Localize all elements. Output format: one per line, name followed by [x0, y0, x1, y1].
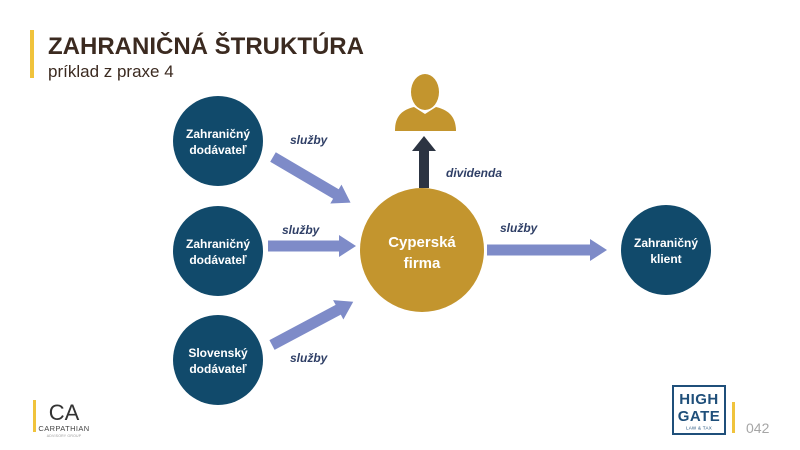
- node-label-line1: Zahraničný: [634, 236, 698, 250]
- highgate-line2: GATE: [678, 408, 721, 425]
- node-circle: [173, 315, 263, 405]
- center-node-circle: [360, 188, 484, 312]
- center-label-line1: Cyperská: [388, 234, 456, 251]
- slide-title: ZAHRANIČNÁ ŠTRUKTÚRA: [48, 32, 364, 60]
- person-silhouette-icon: [395, 74, 456, 131]
- title-accent-bar: [30, 30, 34, 78]
- service-arrows: [268, 152, 607, 350]
- slide-header: ZAHRANIČNÁ ŠTRUKTÚRA príklad z praxe 4: [30, 30, 364, 81]
- dividend-label: dividenda: [446, 166, 502, 180]
- center-label-line2: firma: [404, 255, 441, 272]
- carpathian-accent-bar: [33, 400, 36, 432]
- highgate-frame: [672, 385, 726, 435]
- edge-label-supplier-1: služby: [290, 133, 329, 147]
- highgate-tagline: LAW & TAX: [686, 426, 712, 431]
- node-circle: [173, 206, 263, 296]
- highgate-logo: HIGH GATE LAW & TAX: [672, 385, 726, 435]
- node-label-line2: dodávateľ: [189, 253, 247, 267]
- arrow-supplier-2-to-center: [268, 235, 356, 257]
- highgate-line1: HIGH: [679, 391, 719, 408]
- node-label-line1: Slovenský: [188, 346, 248, 360]
- page-number: 042: [746, 420, 770, 436]
- center-node-cyprus-company: Cyperská firma: [360, 188, 484, 312]
- arrow-supplier-1-to-center: [270, 152, 351, 204]
- carpathian-logo: CA CARPATHIAN ADVISORY GROUP: [33, 400, 89, 438]
- carpathian-mark: CA: [49, 400, 80, 425]
- client-node: Zahraničný klient: [621, 205, 711, 295]
- carpathian-name: CARPATHIAN: [38, 424, 89, 433]
- supplier-node-2: Zahraničný dodávateľ: [173, 206, 263, 296]
- person-head: [411, 74, 439, 110]
- service-labels: služby služby služby služby: [282, 133, 539, 365]
- node-label-line1: Zahraničný: [186, 127, 250, 141]
- carpathian-tagline: ADVISORY GROUP: [47, 434, 82, 438]
- node-label-line2: dodávateľ: [189, 143, 247, 157]
- edge-label-supplier-2: služby: [282, 223, 321, 237]
- arrow-center-to-client: [487, 239, 607, 261]
- supplier-node-1: Zahraničný dodávateľ: [173, 96, 263, 186]
- slide-subtitle: príklad z praxe 4: [48, 62, 174, 81]
- edge-label-client: služby: [500, 221, 539, 235]
- page-number-accent-bar: [732, 402, 735, 433]
- arrow-supplier-3-to-center: [269, 300, 354, 350]
- node-label-line2: klient: [650, 252, 681, 266]
- node-circle: [621, 205, 711, 295]
- person-body: [395, 107, 456, 131]
- edge-label-supplier-3: služby: [290, 351, 329, 365]
- page-footer: 042: [732, 402, 770, 436]
- dividend-flow: dividenda: [395, 74, 502, 188]
- node-circle: [173, 96, 263, 186]
- dividend-arrow: [412, 136, 436, 188]
- node-label-line2: dodávateľ: [189, 362, 247, 376]
- supplier-node-3: Slovenský dodávateľ: [173, 315, 263, 405]
- node-label-line1: Zahraničný: [186, 237, 250, 251]
